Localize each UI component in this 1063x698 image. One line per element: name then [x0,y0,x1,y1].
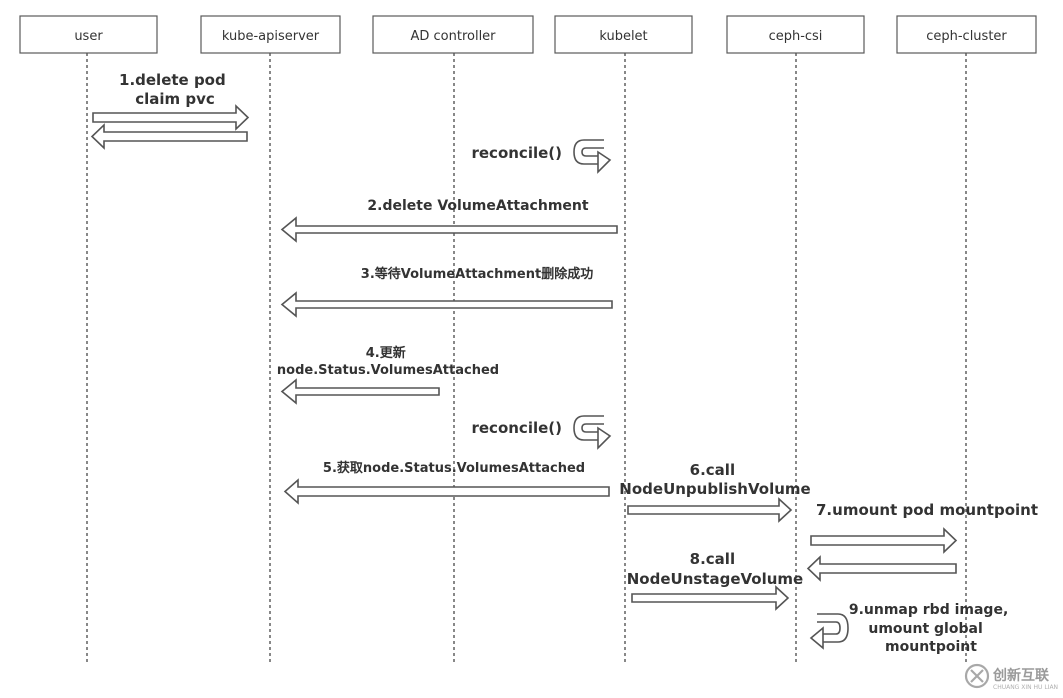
actor-label: ceph-csi [769,29,823,44]
message-9-label: 9.unmap rbd image, umount global mountpo… [849,602,1013,655]
arrow-left-kubelet-to-apiserver [280,216,618,243]
actor-ad-controller: AD controller [372,15,534,54]
self-loop-arrow-cephcsi [809,613,849,650]
message-7-label: 7.umount pod mountpoint [816,501,1038,519]
actor-ceph-cluster: ceph-cluster [896,15,1037,54]
message-4-label: 4.更新 node.Status.VolumesAttached [277,345,499,378]
arrow-right-cephcsi-to-cephcluster [810,527,958,554]
actor-box [200,15,341,54]
watermark-text: 创新互联 [992,667,1050,684]
actor-kubelet: kubelet [554,15,693,54]
arrow-right-user-to-apiserver [92,104,250,131]
arrow-right-kubelet-to-cephcsi [627,497,793,523]
actor-label: AD controller [410,29,496,44]
actor-box [19,15,158,54]
watermark-logo: 创新互联 CHUANG XIN HU LIAN [964,663,1058,691]
message-1-label: 1.delete pod claim pvc [119,71,231,108]
arrow-right-kubelet-to-cephcsi [631,585,790,611]
message-6-label: 6.call NodeUnpublishVolume [619,461,810,498]
reconcile-label-2: reconcile() [471,419,562,437]
arrow-left-kubelet-to-apiserver [283,478,610,505]
self-loop-arrow-kubelet-2 [573,415,612,450]
logo-mark-icon [970,669,984,683]
arrow-left-adcontroller-to-apiserver [280,378,440,405]
actor-kube-apiserver: kube-apiserver [200,15,341,54]
actor-label: kubelet [599,29,647,44]
actor-label: ceph-cluster [926,29,1007,44]
actor-box [372,15,534,54]
arrow-left-apiserver-to-user [90,123,248,150]
reconcile-label-1: reconcile() [471,144,562,162]
actor-ceph-csi: ceph-csi [726,15,865,54]
actor-label: kube-apiserver [222,29,320,44]
message-5-label: 5.获取node.Status.VolumesAttached [323,460,585,476]
logo-icon [964,663,990,689]
actor-label: user [74,29,103,44]
message-8-label: 8.call NodeUnstageVolume [627,550,803,588]
self-loop-arrow-kubelet-1 [573,139,612,174]
watermark-subtext: CHUANG XIN HU LIAN [993,684,1058,691]
message-2-label: 2.delete VolumeAttachment [367,198,588,214]
message-3-label: 3.等待VolumeAttachment删除成功 [361,266,593,282]
actor-user: user [19,15,158,54]
arrow-left-cephcluster-to-cephcsi [806,555,957,582]
arrow-left-kubelet-to-apiserver [280,291,613,318]
actor-box [896,15,1037,54]
actor-box [554,15,693,54]
